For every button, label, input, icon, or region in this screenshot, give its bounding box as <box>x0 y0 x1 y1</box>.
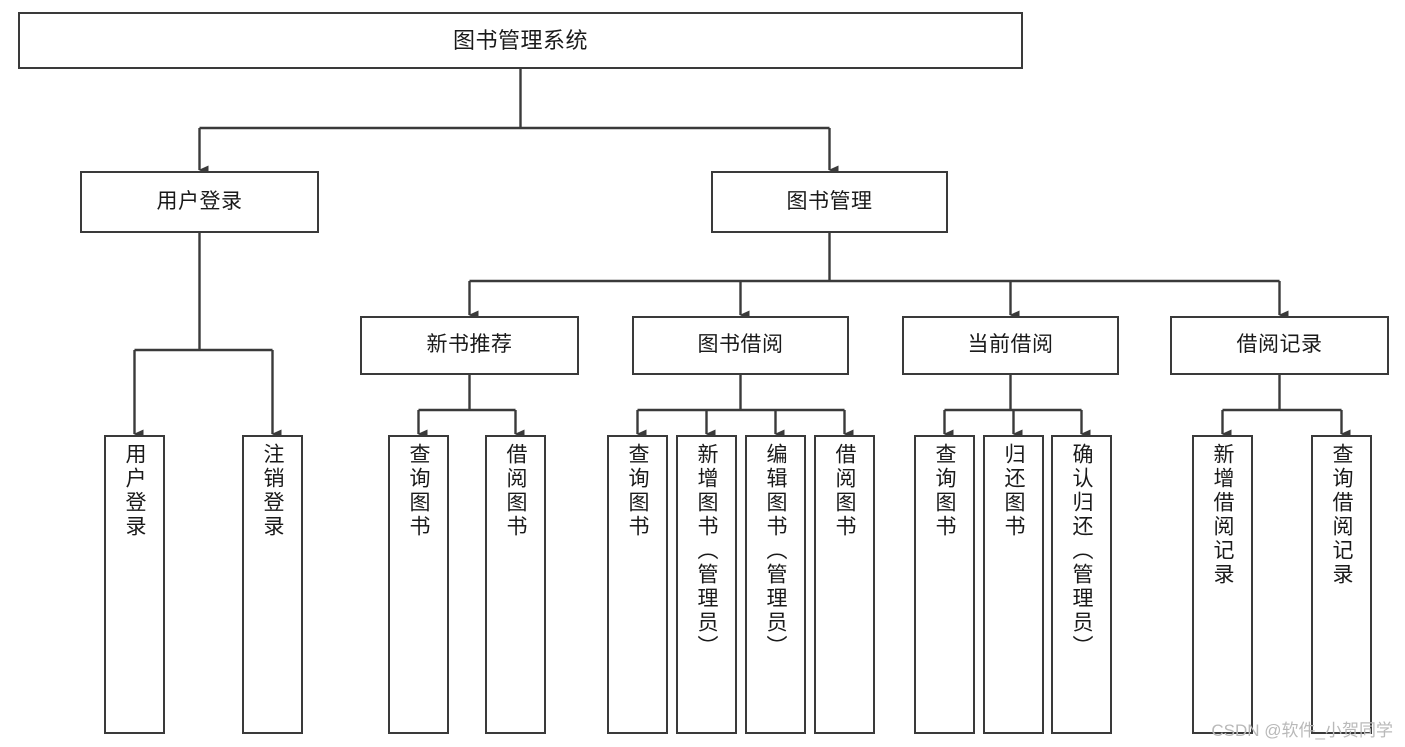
node-l_add_log[interactable]: 新增借阅记录 <box>1192 435 1253 734</box>
node-root[interactable]: 图书管理系统 <box>18 12 1023 69</box>
node-label-l_confirm: 确认归还（管理员） <box>1070 443 1093 659</box>
node-l_q_log[interactable]: 查询借阅记录 <box>1311 435 1372 734</box>
node-l_add_book[interactable]: 新增图书（管理员） <box>676 435 737 734</box>
node-label-user_login: 用户登录 <box>156 189 243 213</box>
node-l_b_book_2[interactable]: 借阅图书 <box>814 435 875 734</box>
node-book_mgmt[interactable]: 图书管理 <box>711 171 948 233</box>
node-label-l_q_book_3: 查询图书 <box>933 443 956 539</box>
node-l_edit_book[interactable]: 编辑图书（管理员） <box>745 435 806 734</box>
node-label-l_q_log: 查询借阅记录 <box>1330 443 1353 587</box>
node-label-book_borrow: 图书借阅 <box>697 333 784 357</box>
node-label-root: 图书管理系统 <box>452 27 588 53</box>
node-label-cur_borrow: 当前借阅 <box>967 333 1054 357</box>
node-label-book_mgmt: 图书管理 <box>786 189 873 213</box>
node-label-l_edit_book: 编辑图书（管理员） <box>764 443 787 659</box>
node-label-borrow_log: 借阅记录 <box>1236 333 1323 357</box>
node-label-l_add_log: 新增借阅记录 <box>1211 443 1234 587</box>
node-label-l_q_book_2: 查询图书 <box>626 443 649 539</box>
node-label-l_user_login: 用户登录 <box>123 443 146 539</box>
node-label-l_logout: 注销登录 <box>261 443 284 539</box>
node-l_q_book_3[interactable]: 查询图书 <box>914 435 975 734</box>
watermark: CSDN @软件_小贺同学 <box>1211 721 1393 740</box>
node-l_user_login[interactable]: 用户登录 <box>104 435 165 734</box>
node-cur_borrow[interactable]: 当前借阅 <box>902 316 1119 375</box>
node-new_rec[interactable]: 新书推荐 <box>360 316 579 375</box>
node-label-l_add_book: 新增图书（管理员） <box>695 443 718 659</box>
node-label-l_b_book_2: 借阅图书 <box>833 443 856 539</box>
node-label-l_return: 归还图书 <box>1002 443 1025 539</box>
node-l_q_book_2[interactable]: 查询图书 <box>607 435 668 734</box>
edge-group <box>133 69 1351 439</box>
node-l_confirm[interactable]: 确认归还（管理员） <box>1051 435 1112 734</box>
node-borrow_log[interactable]: 借阅记录 <box>1170 316 1389 375</box>
node-label-new_rec: 新书推荐 <box>426 333 513 357</box>
node-l_b_book_1[interactable]: 借阅图书 <box>485 435 546 734</box>
node-l_logout[interactable]: 注销登录 <box>242 435 303 734</box>
node-user_login[interactable]: 用户登录 <box>80 171 319 233</box>
node-label-l_q_book_1: 查询图书 <box>407 443 430 539</box>
node-l_q_book_1[interactable]: 查询图书 <box>388 435 449 734</box>
node-label-l_b_book_1: 借阅图书 <box>504 443 527 539</box>
node-book_borrow[interactable]: 图书借阅 <box>632 316 849 375</box>
node-l_return[interactable]: 归还图书 <box>983 435 1044 734</box>
